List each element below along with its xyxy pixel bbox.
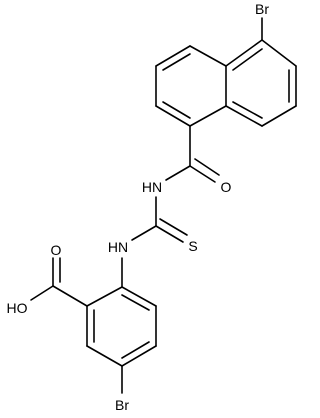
bond — [86, 345, 123, 367]
bond — [189, 105, 227, 127]
bond — [225, 105, 263, 127]
molecule-drawing: Br O HN HN S O HO Br — [7, 1, 297, 413]
atom-br-bottom: Br — [115, 397, 129, 413]
atom-o-acid: O — [51, 242, 62, 258]
atom-s: S — [188, 238, 197, 254]
bond — [155, 105, 191, 127]
bond — [189, 45, 227, 67]
bond-c-s-double — [159, 218, 188, 236]
bond — [261, 39, 297, 67]
bond — [155, 45, 191, 67]
bond-c-nh — [165, 165, 191, 181]
bond-double-inner — [232, 101, 263, 119]
atom-nh-amide: HN — [142, 179, 162, 195]
bond-c-oh — [30, 285, 54, 301]
atom-oh-acid: HO — [7, 300, 28, 316]
bond-ring-cooh — [52, 285, 88, 307]
bond — [86, 286, 123, 307]
bond — [121, 345, 157, 367]
bond-cs-nh — [131, 225, 157, 241]
atom-o-amide: O — [221, 179, 232, 195]
bond-double-inner — [121, 294, 150, 311]
bond-double-inner — [121, 341, 150, 359]
bond-double-inner — [232, 48, 263, 71]
bond — [261, 105, 297, 127]
structure-canvas: Br O HN HN S O HO Br — [7, 1, 297, 413]
atom-br-top: Br — [255, 1, 269, 17]
bond-c-o-double — [194, 158, 220, 176]
bond-c-o — [189, 165, 216, 183]
bond — [121, 286, 157, 307]
atom-nh-thio: HN — [108, 239, 128, 255]
bond-lines — [30, 17, 297, 394]
bond — [225, 39, 263, 67]
bond-double-inner — [162, 53, 191, 71]
bond-c-s — [155, 225, 184, 243]
atom-labels: Br O HN HN S O HO Br — [7, 1, 270, 413]
bond-double-inner — [162, 101, 191, 119]
